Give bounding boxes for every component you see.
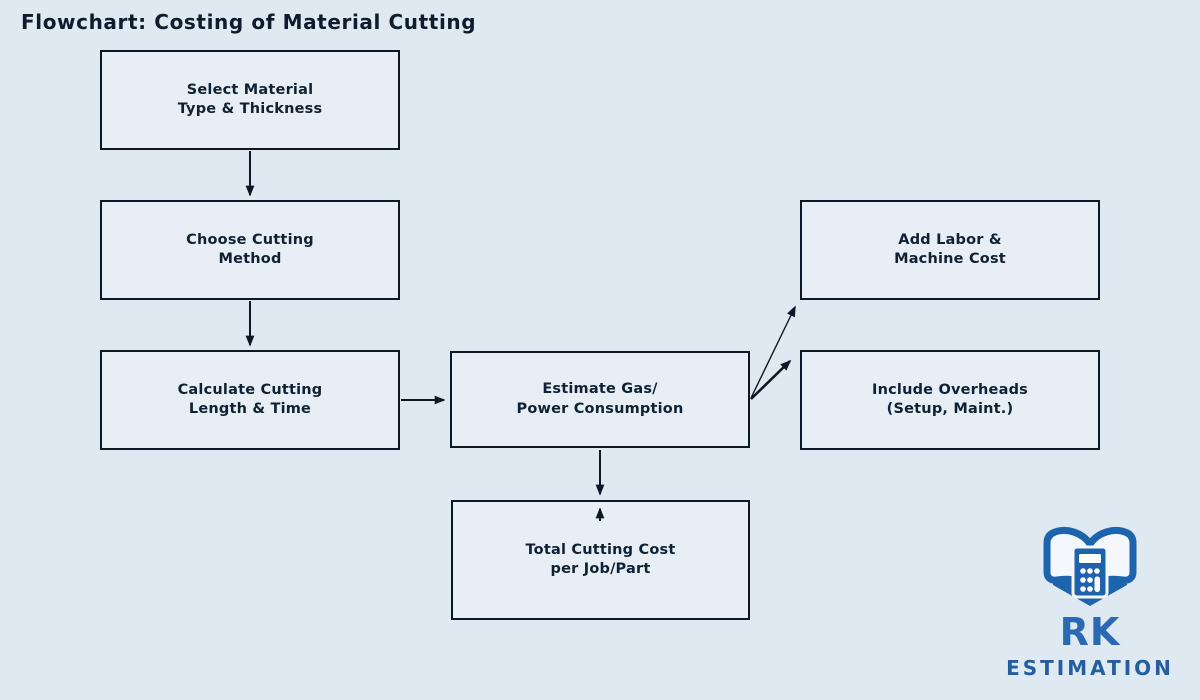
arrow-estimate-to-add-labor (750, 305, 796, 399)
node-label-line: Include Overheads (872, 381, 1028, 398)
arrow-estimate-to-overheads (750, 359, 792, 400)
open-book-calculator-icon (1043, 527, 1137, 606)
brand-logo: RK ESTIMATION (990, 523, 1190, 678)
flow-node-calculate-cutting-length: Calculate Cutting Length & Time (100, 350, 400, 450)
page-title: Flowchart: Costing of Material Cutting (21, 10, 477, 34)
node-label-line: Calculate Cutting (177, 381, 323, 398)
node-label-line: Power Consumption (516, 400, 684, 417)
flow-node-total-cutting-cost: Total Cutting Cost per Job/Part (451, 500, 750, 620)
brand-subtitle-text: ESTIMATION (1006, 656, 1174, 680)
flow-node-estimate-gas-power: Estimate Gas/ Power Consumption (450, 351, 750, 448)
node-label-line: Add Labor & (898, 231, 1002, 248)
node-label-line: Method (218, 251, 282, 267)
node-label-line: Length & Time (188, 401, 312, 417)
flow-node-select-material: Select Material Type & Thickness (100, 50, 400, 150)
flow-node-choose-cutting-method: Choose Cutting Method (100, 200, 400, 300)
node-label-line: Total Cutting Cost (525, 541, 676, 558)
node-label-line: Choose Cutting (186, 231, 314, 248)
flow-node-add-labor-machine-cost: Add Labor & Machine Cost (800, 200, 1100, 300)
node-label-line: per Job/Part (550, 561, 651, 577)
node-label-line: Type & Thickness (177, 101, 323, 117)
flow-node-include-overheads: Include Overheads (Setup, Maint.) (800, 350, 1100, 450)
node-label-line: (Setup, Maint.) (886, 401, 1014, 417)
node-label-line: Estimate Gas/ (542, 381, 658, 397)
node-label-line: Select Material (186, 81, 314, 98)
node-label-line: Machine Cost (894, 251, 1006, 267)
brand-text: RK (1059, 610, 1121, 654)
